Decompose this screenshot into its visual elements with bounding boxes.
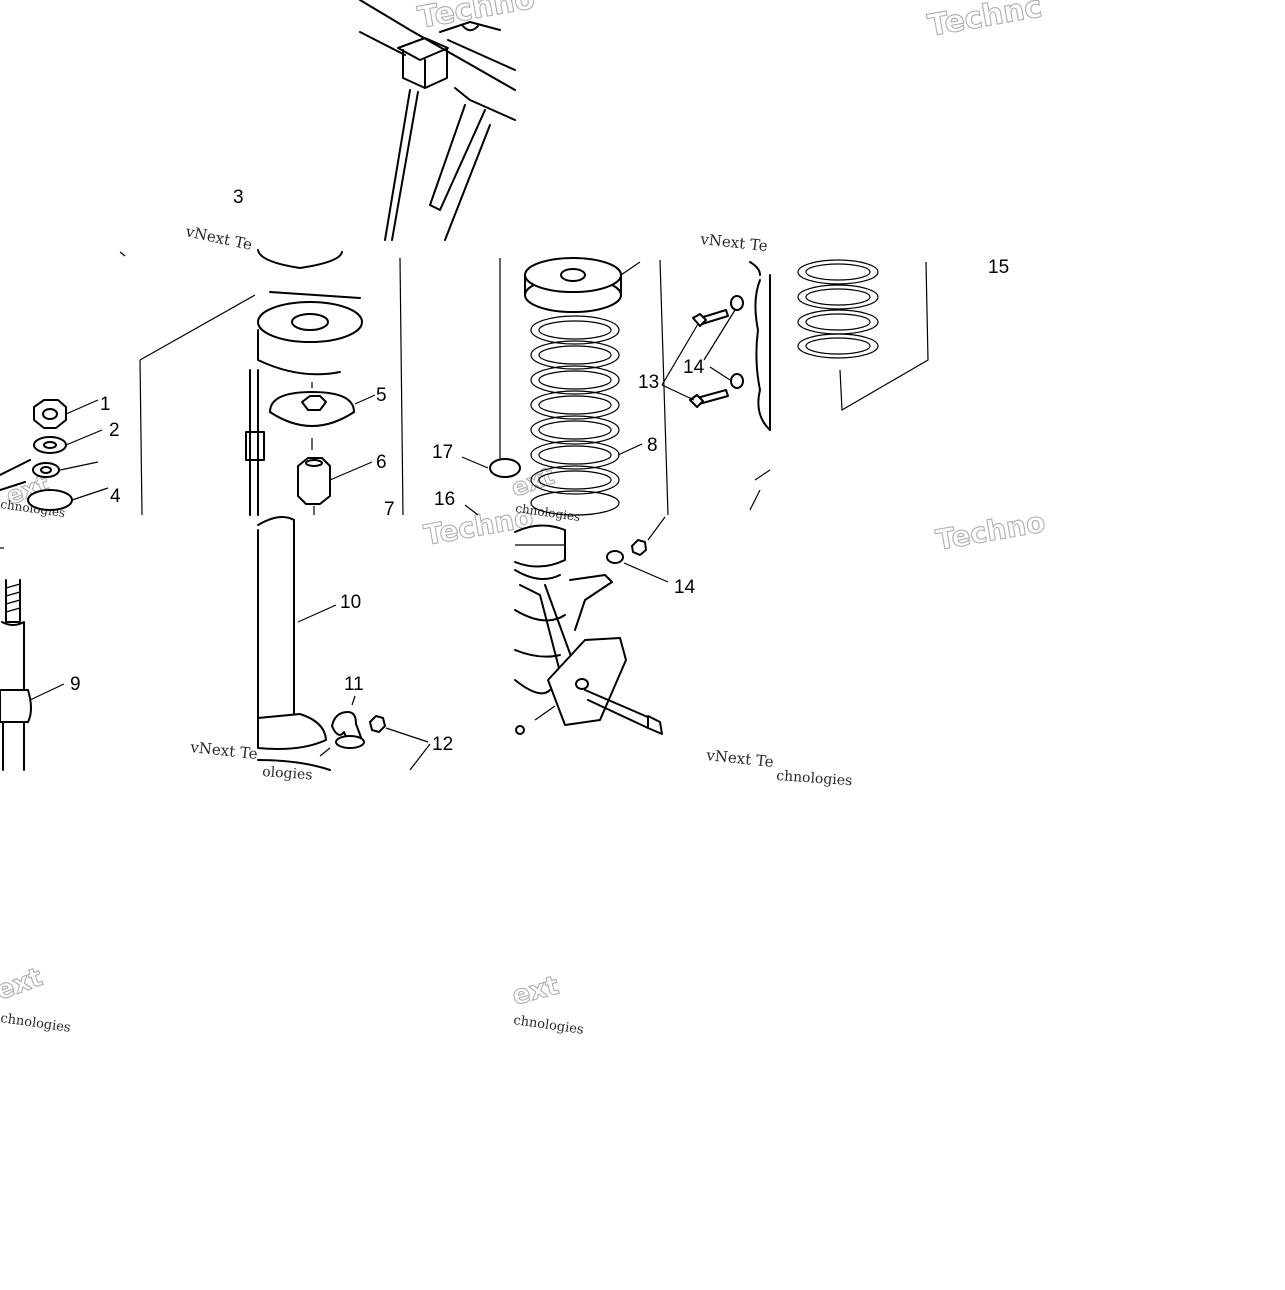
callout-10: 10	[340, 592, 361, 613]
hardware-stack-illustration	[0, 251, 256, 516]
callout-7: 7	[384, 499, 395, 520]
watermark-techno-right: Techno	[933, 505, 1047, 557]
callout-14-lower: 14	[674, 577, 696, 598]
callout-14-upper: 14	[683, 357, 705, 378]
shock-top-illustration	[245, 249, 404, 516]
watermark-layer: Techno Technc vNext Te vNext Te Techno T…	[0, 0, 1048, 1038]
mount-bolts-illustration	[661, 261, 771, 511]
callout-5: 5	[376, 385, 387, 406]
callout-11: 11	[344, 674, 364, 695]
watermark-vnext-left: vNext Te	[183, 222, 254, 254]
callout-1: 1	[100, 394, 111, 415]
frame-bracket-illustration	[359, 0, 516, 241]
callout-4: 4	[110, 486, 121, 507]
callout-17: 17	[432, 442, 453, 463]
callout-9: 9	[70, 674, 81, 695]
callout-12: 12	[432, 734, 453, 755]
watermark-chnologies-lower-right: chnologies	[776, 768, 853, 789]
watermark-techno-top: Techno	[415, 0, 537, 36]
coil-spring-illustration	[461, 257, 669, 516]
watermark-ext-bottom-left: ext	[0, 962, 46, 1006]
callout-6: 6	[376, 452, 387, 473]
watermark-ext-bottom-center: ext	[509, 971, 562, 1012]
spare-spring-illustration	[797, 259, 929, 412]
watermark-vnext-mid: vNext Te	[699, 230, 769, 255]
callout-13: 13	[638, 372, 659, 393]
callout-16: 16	[434, 489, 455, 510]
watermark-ologies-lower-left: ologies	[262, 764, 313, 783]
watermark-vnext-lower-right: vNext Te	[705, 746, 775, 771]
watermark-chnologies-bottom-left: chnologies	[0, 1011, 72, 1036]
spindle-illustration	[514, 516, 669, 735]
callout-3: 3	[233, 187, 244, 208]
spring-coils	[530, 315, 620, 516]
watermark-technc-top-right: Technc	[925, 0, 1044, 44]
shaft-illustration	[0, 547, 65, 771]
callout-labels: 1 2 3 4 5 6 7 8 9 10 11 12 13 14 14 15 1…	[70, 187, 1009, 755]
callout-2: 2	[109, 420, 120, 441]
damper-body-illustration	[257, 515, 431, 771]
callout-8: 8	[647, 435, 658, 456]
watermark-vnext-lower-left: vNext Te	[189, 738, 259, 763]
callout-15: 15	[988, 257, 1009, 278]
watermark-chnologies-bottom-center: chnologies	[512, 1013, 584, 1038]
